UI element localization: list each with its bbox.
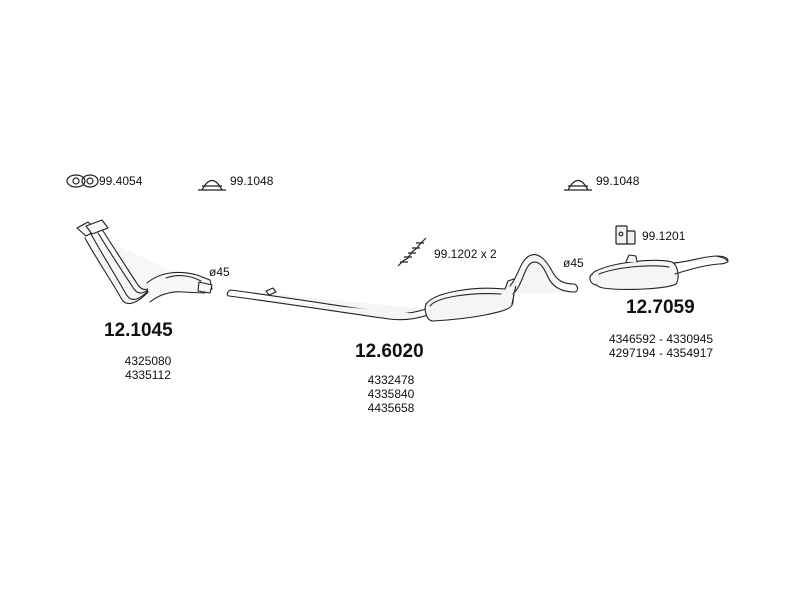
oem-number-pair: 4346592 - 4330945 xyxy=(608,332,714,346)
spring-icon xyxy=(397,237,427,267)
oem-list-12-7059: 4346592 - 4330945 4297194 - 4354917 xyxy=(589,332,733,360)
clamp-left-part-number: 99.1048 xyxy=(230,174,274,188)
oem-number: 4325080 xyxy=(124,354,172,368)
oem-number-pair: 4297194 - 4354917 xyxy=(608,346,714,360)
oem-number: 4435658 xyxy=(367,401,415,415)
oem-number: 4335840 xyxy=(367,387,415,401)
part-number-12-6020: 12.6020 xyxy=(355,341,424,362)
oem-list-12-6020: 4332478 4335840 4435658 xyxy=(356,373,426,415)
clamp-icon-right xyxy=(564,179,592,191)
clamp-right-part-number: 99.1048 xyxy=(596,174,640,188)
middle-pipe-silencer xyxy=(226,254,579,322)
oem-number: 4335112 xyxy=(125,368,171,382)
hanger-icon xyxy=(615,225,636,245)
part-number-12-7059: 12.7059 xyxy=(626,297,695,318)
diameter-right-label: ø45 xyxy=(563,256,584,270)
gasket-part-number: 99.4054 xyxy=(99,174,143,188)
spring-part-number: 99.1202 x 2 xyxy=(434,247,497,261)
oem-list-12-1045: 4325080 4335112 xyxy=(113,354,183,382)
part-number-12-1045: 12.1045 xyxy=(104,320,173,341)
oem-number: 4332478 xyxy=(367,373,415,387)
gasket-icon xyxy=(66,174,99,188)
clamp-icon-left xyxy=(198,179,226,191)
hanger-part-number: 99.1201 xyxy=(642,229,686,243)
diameter-left-label: ø45 xyxy=(209,265,230,279)
manifold-pipe xyxy=(76,219,213,305)
rear-silencer xyxy=(589,254,729,290)
